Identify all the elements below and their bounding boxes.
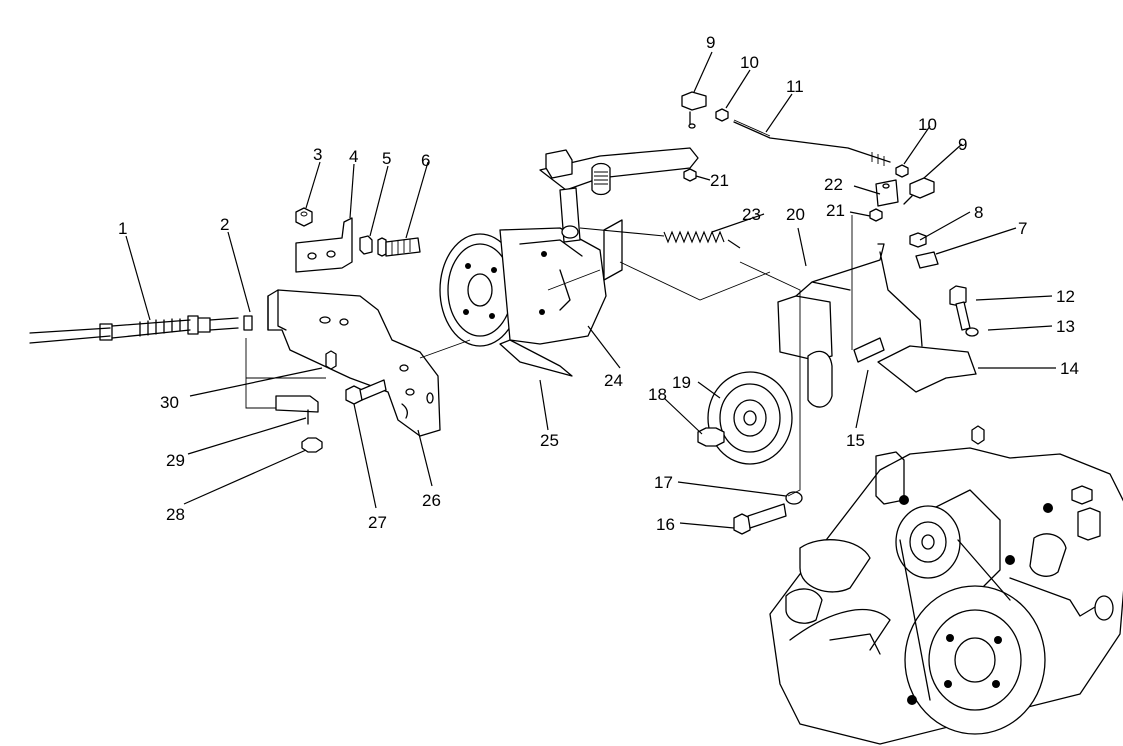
part-label-2: 2 <box>220 215 229 234</box>
part-label-27: 27 <box>368 513 387 532</box>
part-label-12: 12 <box>1056 287 1075 306</box>
part-label-9-top: 9 <box>706 33 715 52</box>
part-label-10-top: 10 <box>740 53 759 72</box>
part-label-20: 20 <box>786 205 805 224</box>
small-hardware-drawing <box>245 338 387 453</box>
cable-drawing <box>29 315 253 344</box>
part-label-15: 15 <box>846 431 865 450</box>
idler-lever-drawing <box>697 215 979 535</box>
tensioner-arm-drawing <box>539 147 699 281</box>
part-label-25: 25 <box>540 431 559 450</box>
part-label-21-right: 21 <box>826 201 845 220</box>
part-label-29: 29 <box>166 451 185 470</box>
part-label-8: 8 <box>974 203 983 222</box>
nut-bolt-drawing <box>359 235 421 257</box>
part-label-4: 4 <box>349 147 358 166</box>
part-label-9-right: 9 <box>958 135 967 154</box>
part-label-7: 7 <box>1018 219 1027 238</box>
part-label-6: 6 <box>421 151 430 170</box>
spring-drawing <box>579 227 741 249</box>
leader-lines <box>125 51 1056 529</box>
part-label-24: 24 <box>604 371 623 390</box>
part-label-30: 30 <box>160 393 179 412</box>
part-label-3: 3 <box>313 145 322 164</box>
plate-drawing <box>295 207 353 273</box>
part-label-16: 16 <box>656 515 675 534</box>
part-label-21-top: 21 <box>710 171 729 190</box>
pulley-assembly-drawing <box>439 227 607 377</box>
part-label-26: 26 <box>422 491 441 510</box>
engine-drawing <box>769 425 1123 745</box>
part-label-28: 28 <box>166 505 185 524</box>
part-label-14: 14 <box>1060 359 1079 378</box>
part-label-13: 13 <box>1056 317 1075 336</box>
part-label-11: 11 <box>786 77 804 96</box>
part-label-10-right: 10 <box>918 115 937 134</box>
alignment-line <box>419 261 771 359</box>
part-label-19: 19 <box>672 373 691 392</box>
part-label-5: 5 <box>382 149 391 168</box>
part-label-17: 17 <box>654 473 673 492</box>
mounting-bracket-drawing <box>267 289 441 437</box>
part-label-23: 23 <box>742 205 761 224</box>
link-rod-drawing <box>681 91 935 222</box>
part-label-22: 22 <box>824 175 843 194</box>
part-labels: 1 2 3 4 5 6 7 8 9 9 10 10 11 12 13 14 15… <box>118 33 1079 534</box>
part-label-1: 1 <box>118 219 127 238</box>
part-label-18: 18 <box>648 385 667 404</box>
